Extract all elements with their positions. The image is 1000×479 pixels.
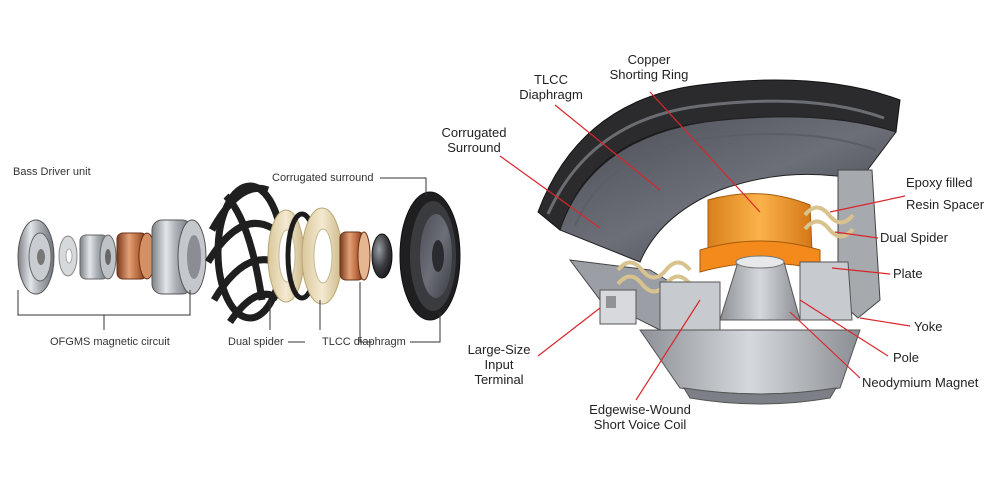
cutaway-leaders	[499, 91, 911, 401]
label-terminal-line-1: Large-Size	[467, 342, 531, 357]
label-yoke: Yoke	[914, 319, 943, 334]
exploded-leaders	[17, 177, 441, 343]
exploded-view	[17, 177, 461, 343]
spider-waves	[616, 205, 855, 294]
label-voice-coil: Edgewise-Wound Short Voice Coil	[580, 402, 700, 432]
dust-cap-part	[371, 233, 393, 279]
label-tlcc-line-1: TLCC	[534, 72, 568, 87]
label-dual-spider: Dual spider	[228, 336, 284, 348]
label-magnetic-circuit: OFGMS magnetic circuit	[50, 336, 170, 348]
voice-coil-part	[339, 231, 371, 281]
label-terminal-line-3: Terminal	[474, 372, 524, 387]
label-copper-line-1: Copper	[627, 52, 671, 67]
cutaway-view	[499, 79, 911, 405]
label-dual-spider-cutaway: Dual Spider	[880, 230, 948, 245]
label-copper-line-2: Shorting Ring	[609, 67, 689, 82]
label-epoxy-1: Epoxy filled	[906, 175, 973, 190]
label-neodymium-magnet: Neodymium Magnet	[862, 375, 979, 390]
exploded-title: Bass Driver unit	[13, 166, 91, 178]
cone-surface	[559, 116, 897, 263]
diaphragm-part	[399, 191, 461, 321]
label-corrugated-line-2: Surround	[447, 140, 501, 155]
label-voice-coil-line-1: Edgewise-Wound	[589, 402, 691, 417]
spider-part-2	[301, 207, 343, 305]
plate-yoke	[639, 261, 861, 405]
center-pole	[719, 255, 801, 321]
label-tlcc-line-2: Diaphragm	[519, 87, 583, 102]
frame-rim	[537, 79, 901, 231]
label-tlcc-diaphragm-cutaway: TLCC Diaphragm	[514, 72, 588, 102]
input-terminal	[599, 289, 637, 325]
washer-part	[58, 235, 78, 277]
copper-ring-part	[116, 232, 156, 280]
label-corrugated-line-1: Corrugated	[441, 125, 507, 140]
label-copper-shorting-ring: Copper Shorting Ring	[604, 52, 694, 82]
pole-piece-part	[79, 234, 117, 280]
label-corrugated-surround: Corrugated surround	[272, 172, 374, 184]
label-terminal-line-2: Input	[484, 357, 514, 372]
label-pole: Pole	[893, 350, 920, 365]
yoke-back-plate-part	[17, 219, 55, 295]
label-plate: Plate	[893, 266, 923, 281]
label-input-terminal: Large-Size Input Terminal	[458, 342, 540, 387]
label-corrugated-surround-cutaway: Corrugated Surround	[436, 125, 512, 155]
label-voice-coil-line-2: Short Voice Coil	[593, 417, 687, 432]
label-epoxy-2: Resin Spacer	[906, 197, 985, 212]
label-tlcc-diaphragm: TLCC diaphragm	[322, 336, 406, 348]
magnet-cylinder-part	[151, 219, 207, 295]
